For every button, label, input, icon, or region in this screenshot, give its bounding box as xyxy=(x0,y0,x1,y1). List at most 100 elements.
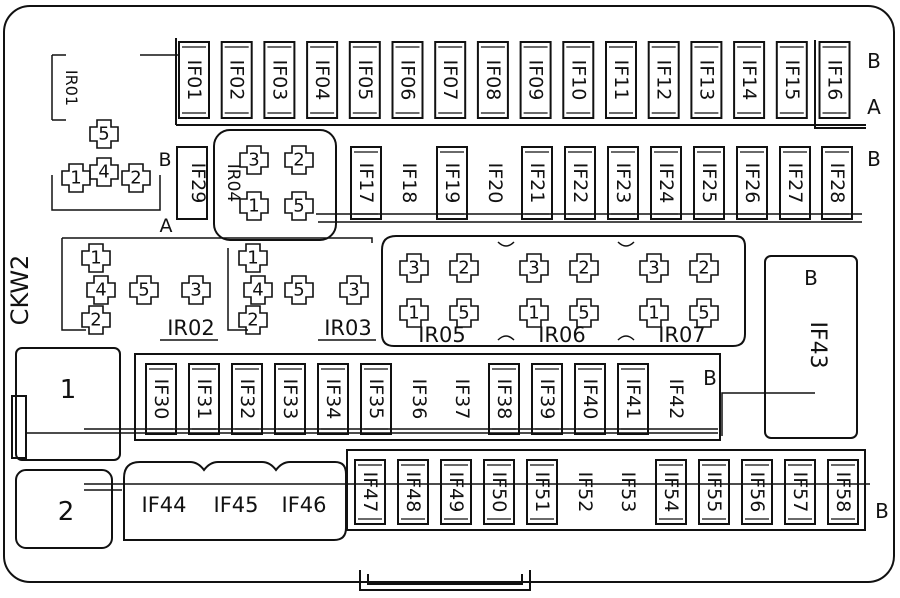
fuse-if50 xyxy=(483,459,515,525)
fuse-if41 xyxy=(617,363,649,435)
fuse-if26 xyxy=(736,146,768,220)
relay-pin-3 xyxy=(239,145,269,175)
relay-pin-2 xyxy=(689,253,719,283)
fuse-if38-label: IF38 xyxy=(493,379,515,420)
fuse-if20-label: IF20 xyxy=(484,163,506,204)
relay-pin-5 xyxy=(129,275,159,305)
fuse-if02 xyxy=(220,41,253,119)
fuse-if53-label: IF53 xyxy=(617,472,639,513)
fuse-if22-label: IF22 xyxy=(569,163,591,204)
relay-ir04-label: IR04 xyxy=(223,164,243,202)
row4-frame xyxy=(346,449,866,531)
fuse-if22 xyxy=(564,146,596,220)
fuse-if17-label: IF17 xyxy=(355,163,377,204)
relay-pin-1 xyxy=(639,298,669,328)
row1-frame xyxy=(175,38,866,126)
fuse-if32-label: IF32 xyxy=(236,379,258,420)
fuse-if27 xyxy=(779,146,811,220)
relay-pin-1-label: 1 xyxy=(408,303,419,324)
fuse-if06 xyxy=(391,41,424,119)
fuse-if57 xyxy=(784,459,816,525)
relay-pin-5 xyxy=(449,298,479,328)
relay-pin-1 xyxy=(61,163,91,193)
relay-pin-3-label: 3 xyxy=(348,280,359,301)
relay-pin-5-label: 5 xyxy=(578,303,589,324)
row4-marker-b: B xyxy=(875,499,889,523)
connector-box-2-label: 2 xyxy=(58,497,75,527)
relay-pin-5 xyxy=(89,119,119,149)
relay-pin-5-label: 5 xyxy=(293,280,304,301)
fuse-if21-label: IF21 xyxy=(526,163,548,204)
relay-pin-2 xyxy=(284,145,314,175)
fuse-if11 xyxy=(605,41,637,119)
fuse-if03 xyxy=(263,41,296,119)
relay-pin-3-label: 3 xyxy=(648,258,659,279)
fuse-if56-label: IF56 xyxy=(746,472,768,513)
fuse-if42-label: IF42 xyxy=(665,379,687,420)
fuse-if41-label: IF41 xyxy=(622,379,644,420)
fuse-if11-label: IF11 xyxy=(610,60,632,101)
relay-pin-2-label: 2 xyxy=(458,258,469,279)
relay-pin-3 xyxy=(181,275,211,305)
relay-pin-2 xyxy=(81,305,111,335)
relay-pin-1-label: 1 xyxy=(247,248,258,269)
fuse-if15 xyxy=(775,41,808,119)
connector-ckw2-label: CKW2 xyxy=(6,255,34,326)
relay-ir07-label: IR07 xyxy=(658,323,706,347)
fuse-if15-label: IF15 xyxy=(781,60,803,101)
relay-pin-2-label: 2 xyxy=(578,258,589,279)
relay-ir06-label: IR06 xyxy=(538,323,586,347)
fuse-if43-marker: B xyxy=(804,266,818,290)
relay-pin-1-label: 1 xyxy=(248,196,259,217)
relay-pin-1-label: 1 xyxy=(528,303,539,324)
row1-marker-b: B xyxy=(867,49,881,73)
connector-box-2 xyxy=(15,469,113,549)
relay-pin-3-label: 3 xyxy=(408,258,419,279)
relay-pin-2 xyxy=(238,305,268,335)
relay-pin-4 xyxy=(89,157,119,187)
relay-pin-5-label: 5 xyxy=(458,303,469,324)
fuse-if49 xyxy=(440,459,472,525)
relay-pin-4-label: 4 xyxy=(95,280,106,301)
fuse-if34-label: IF34 xyxy=(322,379,344,420)
fuse-if23-label: IF23 xyxy=(612,163,634,204)
fuse-if19-label: IF19 xyxy=(441,163,463,204)
relay-pin-5-label: 5 xyxy=(138,280,149,301)
relay-pin-2 xyxy=(449,253,479,283)
relay-ir01-label: IR01 xyxy=(62,70,81,106)
relay-pin-4 xyxy=(86,275,116,305)
fuse-if16 xyxy=(818,41,851,119)
fuse-if35-label: IF35 xyxy=(365,379,387,420)
fuse-if28 xyxy=(821,146,853,220)
fuse-if13-label: IF13 xyxy=(695,60,717,101)
fuse-if24-label: IF24 xyxy=(655,163,677,204)
relay-pin-3-label: 3 xyxy=(528,258,539,279)
connector-box-1-label: 1 xyxy=(60,375,77,405)
fuse-if47-label: IF47 xyxy=(359,472,381,513)
fuse-if51 xyxy=(526,459,558,525)
relay-pin-1 xyxy=(238,243,268,273)
fuse-if46-label: IF46 xyxy=(282,493,327,517)
fuse-if12-label: IF12 xyxy=(653,60,675,101)
fuse-if28-label: IF28 xyxy=(826,163,848,204)
fuse-if10-label: IF10 xyxy=(567,60,589,101)
fuse-if56 xyxy=(741,459,773,525)
fuse-if58-label: IF58 xyxy=(832,472,854,513)
row1-marker-a: A xyxy=(867,95,881,119)
fuse-if27-label: IF27 xyxy=(784,163,806,204)
relay-group-housing xyxy=(381,235,746,347)
fuse-if51-label: IF51 xyxy=(531,472,553,513)
fuse-if57-label: IF57 xyxy=(789,472,811,513)
fuse-if13 xyxy=(690,41,723,119)
fuse-if12 xyxy=(647,41,680,119)
relay-pin-5 xyxy=(569,298,599,328)
fuse-if14-label: IF14 xyxy=(738,60,760,101)
fuse-if07-label: IF07 xyxy=(439,60,461,101)
